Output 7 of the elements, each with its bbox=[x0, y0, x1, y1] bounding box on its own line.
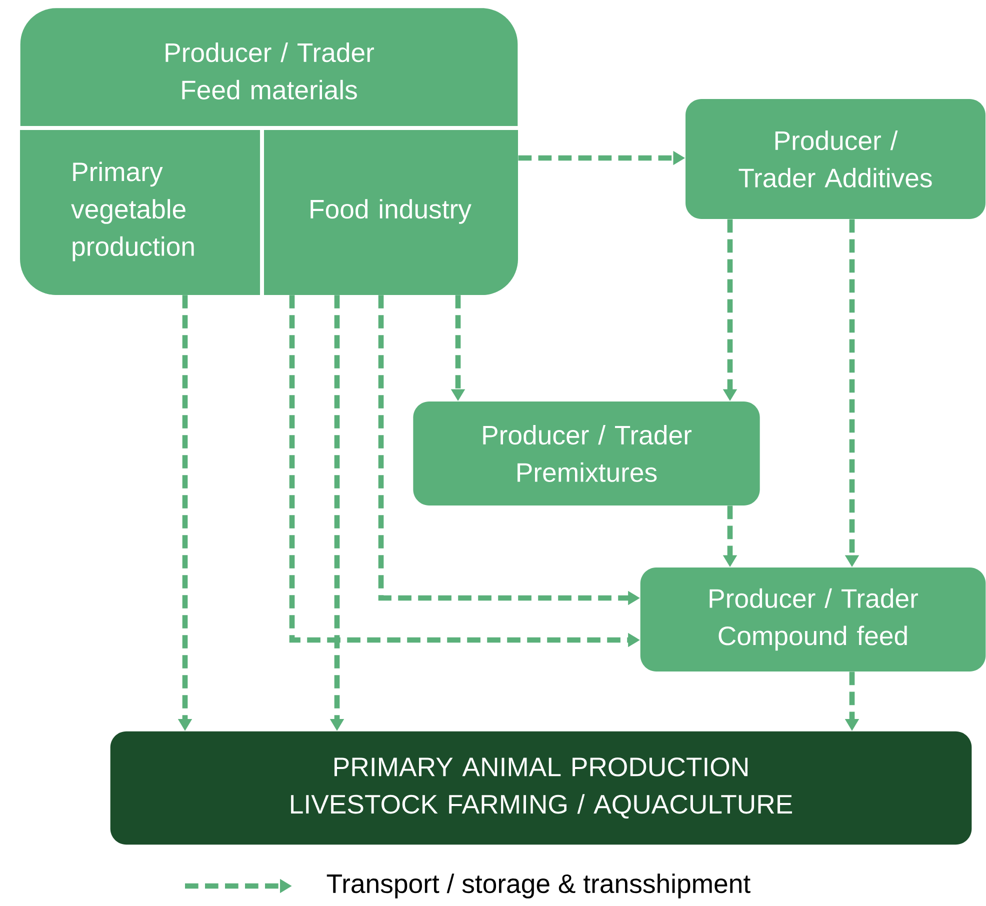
section-box: Primary vegetable production bbox=[20, 128, 262, 295]
section-box: Food industry bbox=[262, 128, 518, 295]
process-box: Producer / Trader Additives bbox=[686, 99, 986, 219]
process-box: Producer / Trader Premixtures bbox=[413, 402, 760, 506]
process-box: PRIMARY ANIMAL PRODUCTION LIVESTOCK FARMING / AQUACULTURE bbox=[110, 731, 972, 845]
legend-text: Transport / storage & transshipment bbox=[326, 874, 750, 898]
process-box: Producer / Trader Compound feed bbox=[640, 568, 986, 672]
